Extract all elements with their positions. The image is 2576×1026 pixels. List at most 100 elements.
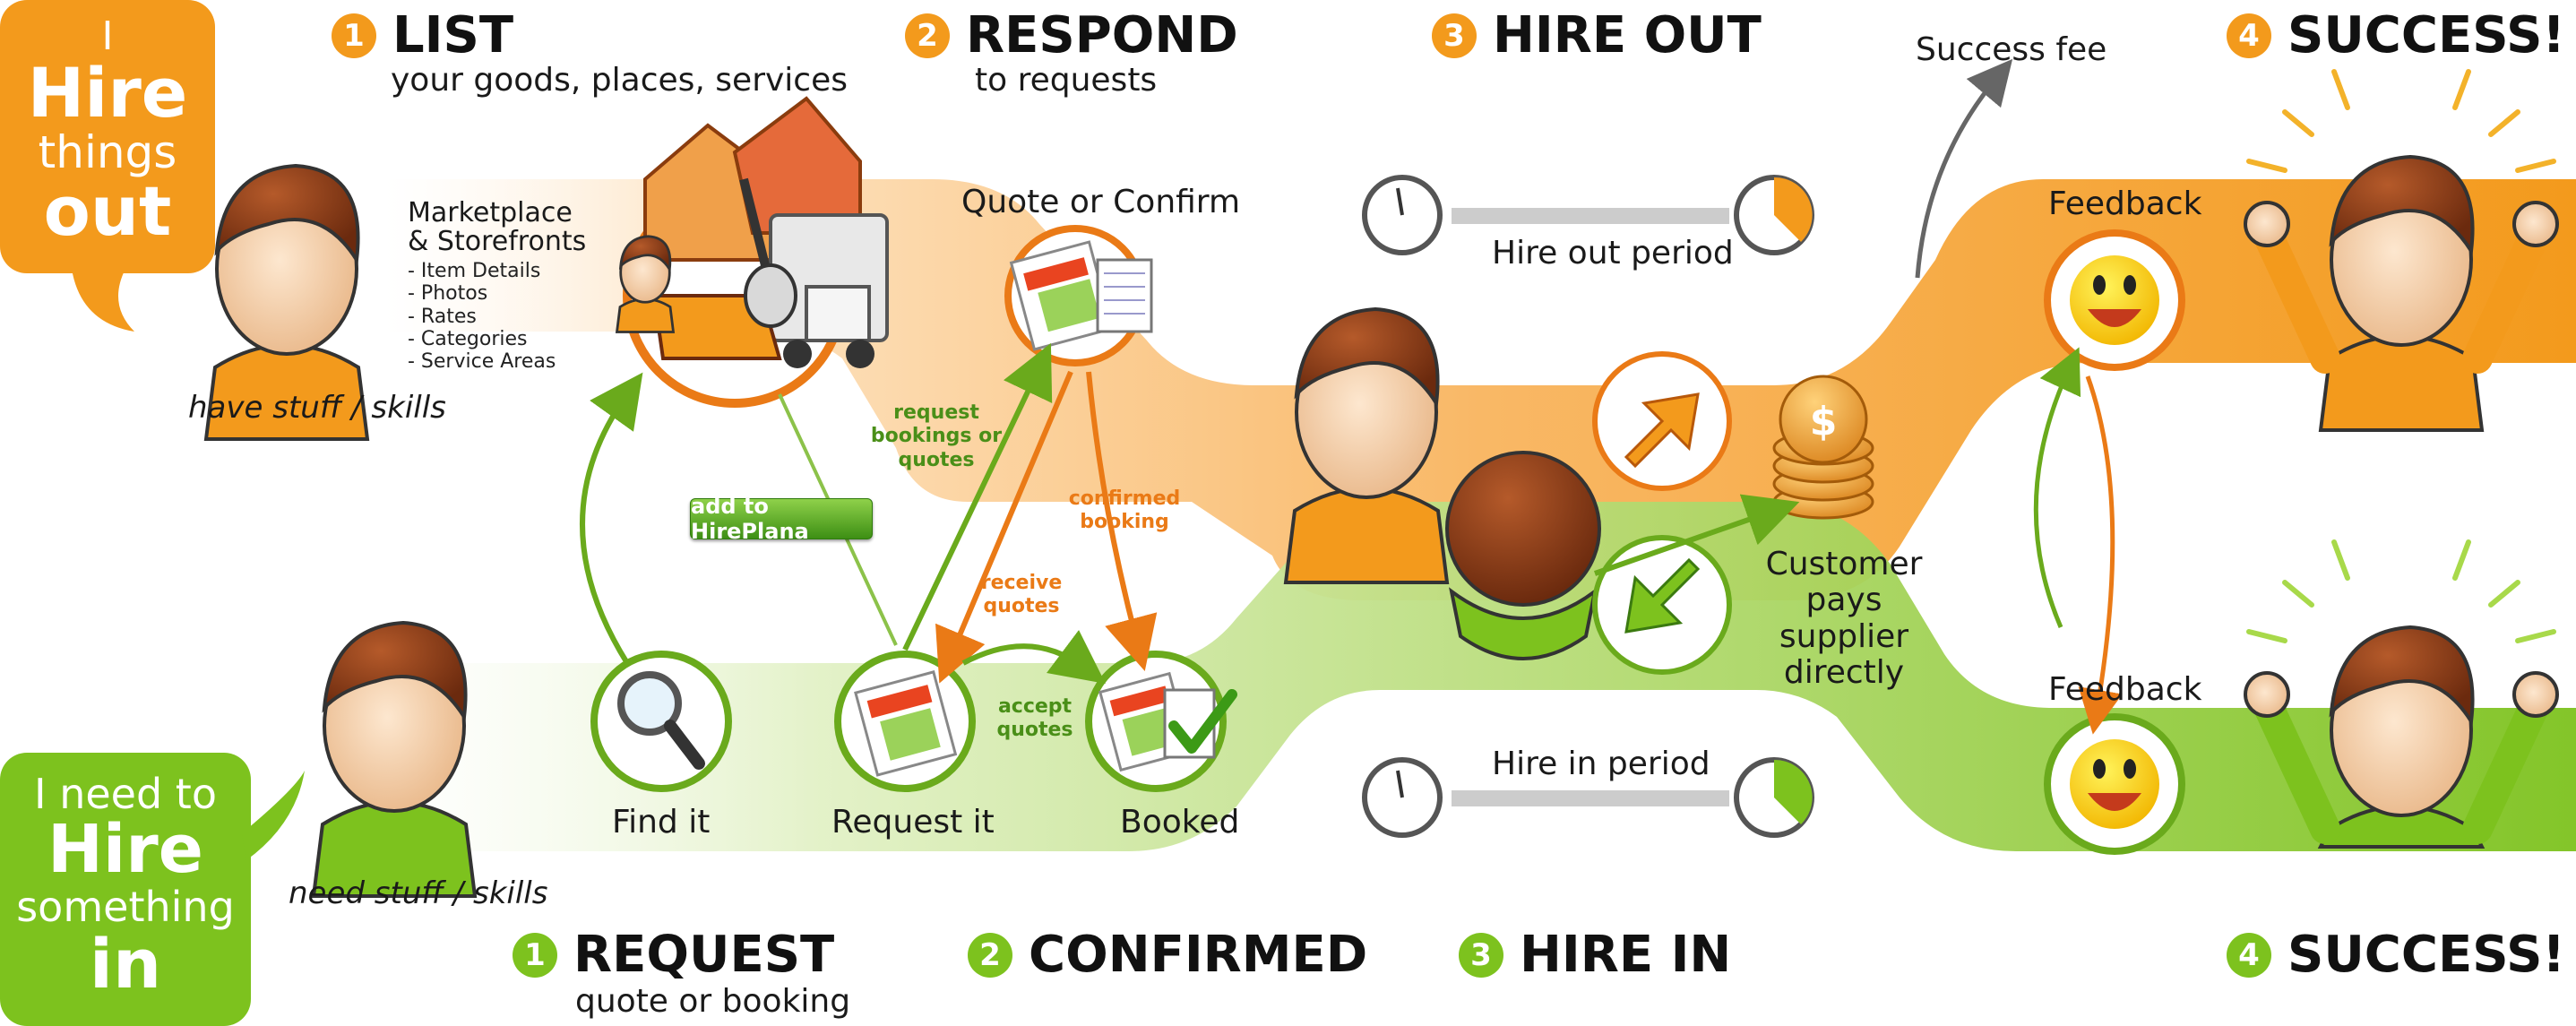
find-it-label: Find it [612, 804, 711, 841]
arrow-up-icon [1592, 351, 1732, 491]
supplier-band [385, 179, 2576, 600]
note-line: quotes [996, 719, 1073, 742]
customer-pays-line: Customer [1765, 546, 1923, 582]
arrow-request-to-quote [902, 342, 1053, 651]
supplier-bubble [0, 0, 215, 332]
bottom-step-4: 4 SUCCESS! [2227, 930, 2565, 980]
arrow-feedback-up [2033, 347, 2081, 628]
request-it-label: Request it [831, 804, 995, 841]
arrow-request-to-booked [961, 630, 1107, 684]
marketplace-list-item: - Photos [408, 282, 488, 306]
hire-out-timer-icon [1362, 175, 1814, 255]
bottom-step-1-subtitle: quote or booking [575, 983, 851, 1020]
step-title: REQUEST [573, 926, 835, 984]
step-number: 4 [2227, 933, 2271, 978]
note-line: receive [980, 572, 1063, 594]
accept-quotes-label: accept quotes [995, 695, 1075, 743]
note-line: quotes [898, 448, 975, 471]
marketplace-list: - Item Details - Photos - Rates - Catego… [408, 260, 556, 373]
magnifier-icon [590, 651, 732, 792]
step-title: SUCCESS! [2287, 6, 2565, 65]
coins-icon: $ [1772, 375, 1874, 520]
success-customer-icon [2244, 539, 2559, 849]
customer-person-icon [311, 620, 478, 898]
arrow-pay-to-coins [1594, 494, 1800, 576]
customer-bubble-text: I need to Hire something in [0, 772, 251, 1000]
marketplace-title-2: & Storefronts [408, 225, 587, 257]
note-line: confirmed [1068, 487, 1181, 510]
bubble-line: in [89, 924, 162, 1004]
bubble-line: Hire [27, 53, 188, 134]
arrow-down-icon [1592, 535, 1732, 675]
step-title: LIST [392, 6, 514, 65]
note-line: bookings or [870, 425, 1003, 448]
hire-in-period-label: Hire in period [1492, 746, 1710, 782]
request-calendar-icon [834, 651, 976, 792]
bottom-step-1: 1 REQUEST [513, 930, 834, 980]
marketplace-list-item: - Service Areas [408, 350, 556, 374]
top-step-2: 2 RESPOND [905, 11, 1238, 61]
feedback-bottom-label: Feedback [2048, 671, 2202, 708]
quote-or-confirm-label: Quote or Confirm [961, 184, 1241, 220]
marketplace-list-item: - Rates [408, 305, 477, 328]
marketplace-illustration [615, 96, 889, 408]
confirmed-booking-label: confirmed booking [1066, 487, 1183, 535]
note-line: quotes [983, 595, 1060, 618]
step-title: CONFIRMED [1029, 926, 1368, 984]
svg-text:$: $ [1810, 399, 1838, 444]
hire-in-timer-icon [1362, 757, 1814, 838]
arrow-quote-to-request [935, 370, 1073, 684]
top-step-1-subtitle: your goods, places, services [391, 62, 848, 99]
supplier-person-icon [203, 163, 370, 441]
marketplace-list-item: - Categories [408, 327, 528, 350]
customer-bubble [0, 753, 305, 1026]
success-supplier-icon [2244, 69, 2559, 432]
quote-calendar-icon [1004, 225, 1153, 366]
step-title: SUCCESS! [2287, 926, 2565, 984]
step-number: 1 [513, 933, 557, 978]
add-to-hireplana-button[interactable]: add to HirePlana [690, 494, 873, 544]
step-number: 4 [2227, 13, 2271, 58]
booked-label: Booked [1120, 804, 1240, 841]
handshake-supplier-icon [1283, 306, 1450, 584]
bubble-line: things [38, 125, 177, 178]
step-number: 2 [905, 13, 950, 58]
success-fee-label: Success fee [1916, 31, 2107, 68]
marketplace-list-item: - Item Details [408, 260, 541, 282]
bubble-line: Hire [47, 811, 203, 889]
checkmark-icon [1168, 689, 1237, 754]
step-number: 1 [332, 13, 376, 58]
smiley-top-icon [2044, 229, 2185, 371]
customer-pays-line: supplier [1779, 617, 1909, 655]
receive-quotes-label: receive quotes [972, 572, 1071, 619]
feedback-top-label: Feedback [2048, 185, 2202, 222]
bottom-step-3: 3 HIRE IN [1459, 930, 1731, 980]
request-bookings-label: request bookings or quotes [869, 401, 1004, 472]
top-step-1: 1 LIST [332, 11, 513, 61]
step-number: 3 [1459, 933, 1503, 978]
have-stuff-label: have stuff / skills [188, 390, 446, 426]
marketplace-title-1: Marketplace [408, 197, 573, 228]
smiley-bottom-icon [2044, 713, 2185, 855]
step-title: HIRE OUT [1493, 6, 1762, 65]
top-step-4: 4 SUCCESS! [2227, 11, 2565, 61]
booked-calendar-icon [1085, 651, 1237, 792]
step-number: 2 [968, 933, 1012, 978]
note-line: request [893, 401, 979, 424]
customer-pays-line: directly [1783, 653, 1905, 691]
step-title: RESPOND [966, 6, 1238, 65]
customer-pays-line: pays [1805, 582, 1882, 619]
bubble-line: out [43, 171, 172, 252]
top-step-2-subtitle: to requests [975, 62, 1158, 99]
bubble-line: I need to [34, 770, 217, 818]
handshake-customer-icon [1445, 451, 1601, 660]
arrow-feedback-down [2078, 375, 2123, 735]
hire-out-period-label: Hire out period [1492, 235, 1734, 272]
arrow-quote-to-booked [1086, 371, 1158, 671]
note-line: accept [997, 695, 1073, 718]
supplier-bubble-text: I Hire things out [0, 13, 215, 252]
step-number: 3 [1432, 13, 1477, 58]
customer-pays-label: Customer pays supplier directly [1763, 546, 1925, 691]
bubble-line: I [101, 13, 114, 59]
